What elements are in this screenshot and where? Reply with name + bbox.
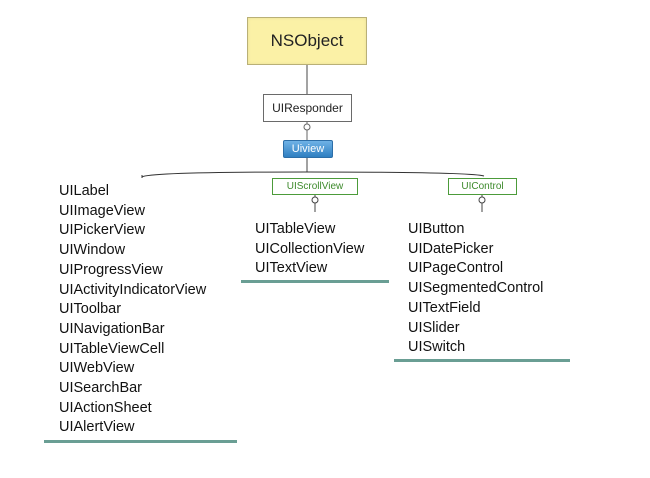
view-subclass-list: UILabel UIImageView UIPickerView UIWindo… bbox=[59, 182, 206, 438]
list-item: UIToolbar bbox=[59, 301, 122, 318]
view-list-underline bbox=[44, 440, 237, 443]
control-subclass-list: UIButton UIDatePicker UIPageControl UISe… bbox=[408, 220, 543, 358]
list-item: UIActionSheet bbox=[59, 399, 152, 416]
list-item: UISearchBar bbox=[59, 380, 143, 397]
list-item: UIDatePicker bbox=[408, 240, 494, 257]
uiview-node: Uiview bbox=[283, 140, 333, 158]
list-item: UIPageControl bbox=[408, 260, 504, 277]
scrollview-subclass-list: UITableView UICollectionView UITextView bbox=[255, 220, 364, 279]
uiscrollview-node: UIScrollView bbox=[272, 178, 358, 195]
list-item: UIWebView bbox=[59, 360, 135, 377]
list-item: UISlider bbox=[408, 319, 460, 336]
nsobject-node: NSObject bbox=[247, 17, 367, 65]
list-item: UIWindow bbox=[59, 242, 126, 259]
list-item: UIButton bbox=[408, 221, 465, 237]
list-item: UITextField bbox=[408, 299, 481, 316]
list-item: UIProgressView bbox=[59, 261, 163, 278]
list-item: UITableView bbox=[255, 221, 336, 237]
list-item: UICollectionView bbox=[255, 240, 365, 257]
list-item: UITextView bbox=[255, 260, 328, 277]
list-item: UIImageView bbox=[59, 202, 145, 219]
list-item: UIActivityIndicatorView bbox=[59, 281, 207, 298]
list-item: UIAlertView bbox=[59, 419, 135, 436]
list-item: UITableViewCell bbox=[59, 340, 165, 357]
list-item: UISwitch bbox=[408, 339, 466, 356]
list-item: UILabel bbox=[59, 183, 109, 199]
uiresponder-node: UIResponder bbox=[263, 94, 352, 122]
control-list-underline bbox=[394, 359, 570, 362]
scrollview-list-underline bbox=[241, 280, 389, 283]
list-item: UIPickerView bbox=[59, 222, 145, 239]
list-item: UINavigationBar bbox=[59, 320, 165, 337]
list-item: UISegmentedControl bbox=[408, 280, 544, 297]
uicontrol-node: UIControl bbox=[448, 178, 517, 195]
